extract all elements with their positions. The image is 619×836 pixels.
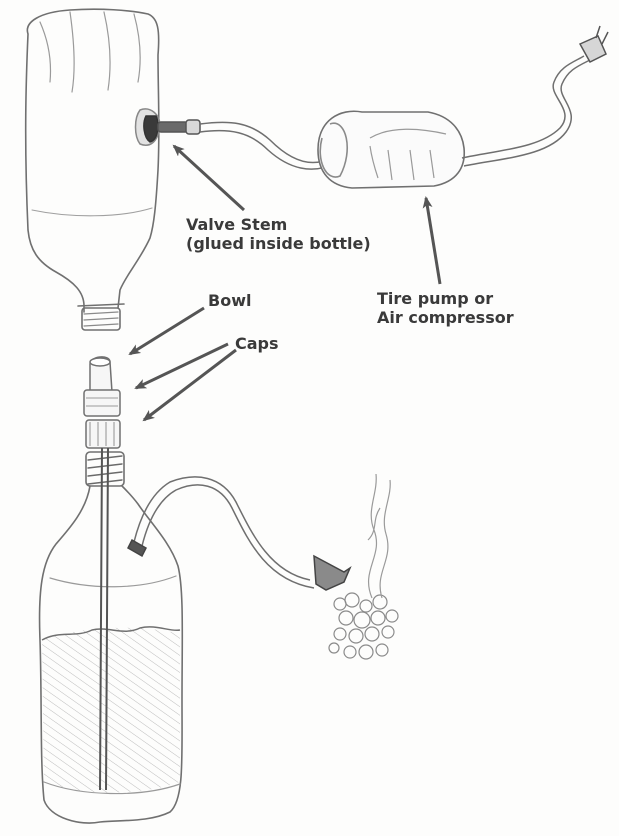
valve-stem-label-line1: Valve Stem	[186, 215, 288, 234]
bowl-label: Bowl	[208, 291, 252, 310]
caps-label: Caps	[235, 334, 279, 353]
pump-label-line1: Tire pump or	[377, 289, 494, 308]
upper-bottle	[24, 8, 160, 331]
caps-arrow-upper	[134, 342, 229, 390]
valve-stem-arrow	[172, 144, 246, 212]
valve-stem	[134, 108, 201, 146]
smoke-wisps	[367, 473, 391, 599]
caps-arrow-lower	[142, 348, 237, 422]
valve-stem-label: Valve Stem (glued inside bottle)	[186, 215, 371, 253]
callout-arrows	[128, 144, 442, 422]
bowl-and-caps	[83, 356, 121, 449]
water-surface	[41, 626, 181, 641]
water	[42, 627, 180, 793]
bubbles	[328, 592, 399, 660]
alligator-clip	[313, 554, 352, 591]
power-plug	[578, 25, 609, 63]
bowl-arrow	[128, 306, 205, 356]
side-hose	[127, 476, 315, 589]
pump-arrow	[422, 196, 442, 285]
valve-stem-label-line2: (glued inside bottle)	[186, 234, 371, 253]
power-cord	[461, 55, 591, 167]
pump-label: Tire pump or Air compressor	[377, 289, 514, 327]
dip-tube	[99, 447, 109, 791]
pump-label-line2: Air compressor	[377, 308, 514, 327]
lower-bottle	[38, 451, 184, 824]
pump-hose	[199, 121, 339, 170]
air-compressor	[317, 110, 465, 189]
